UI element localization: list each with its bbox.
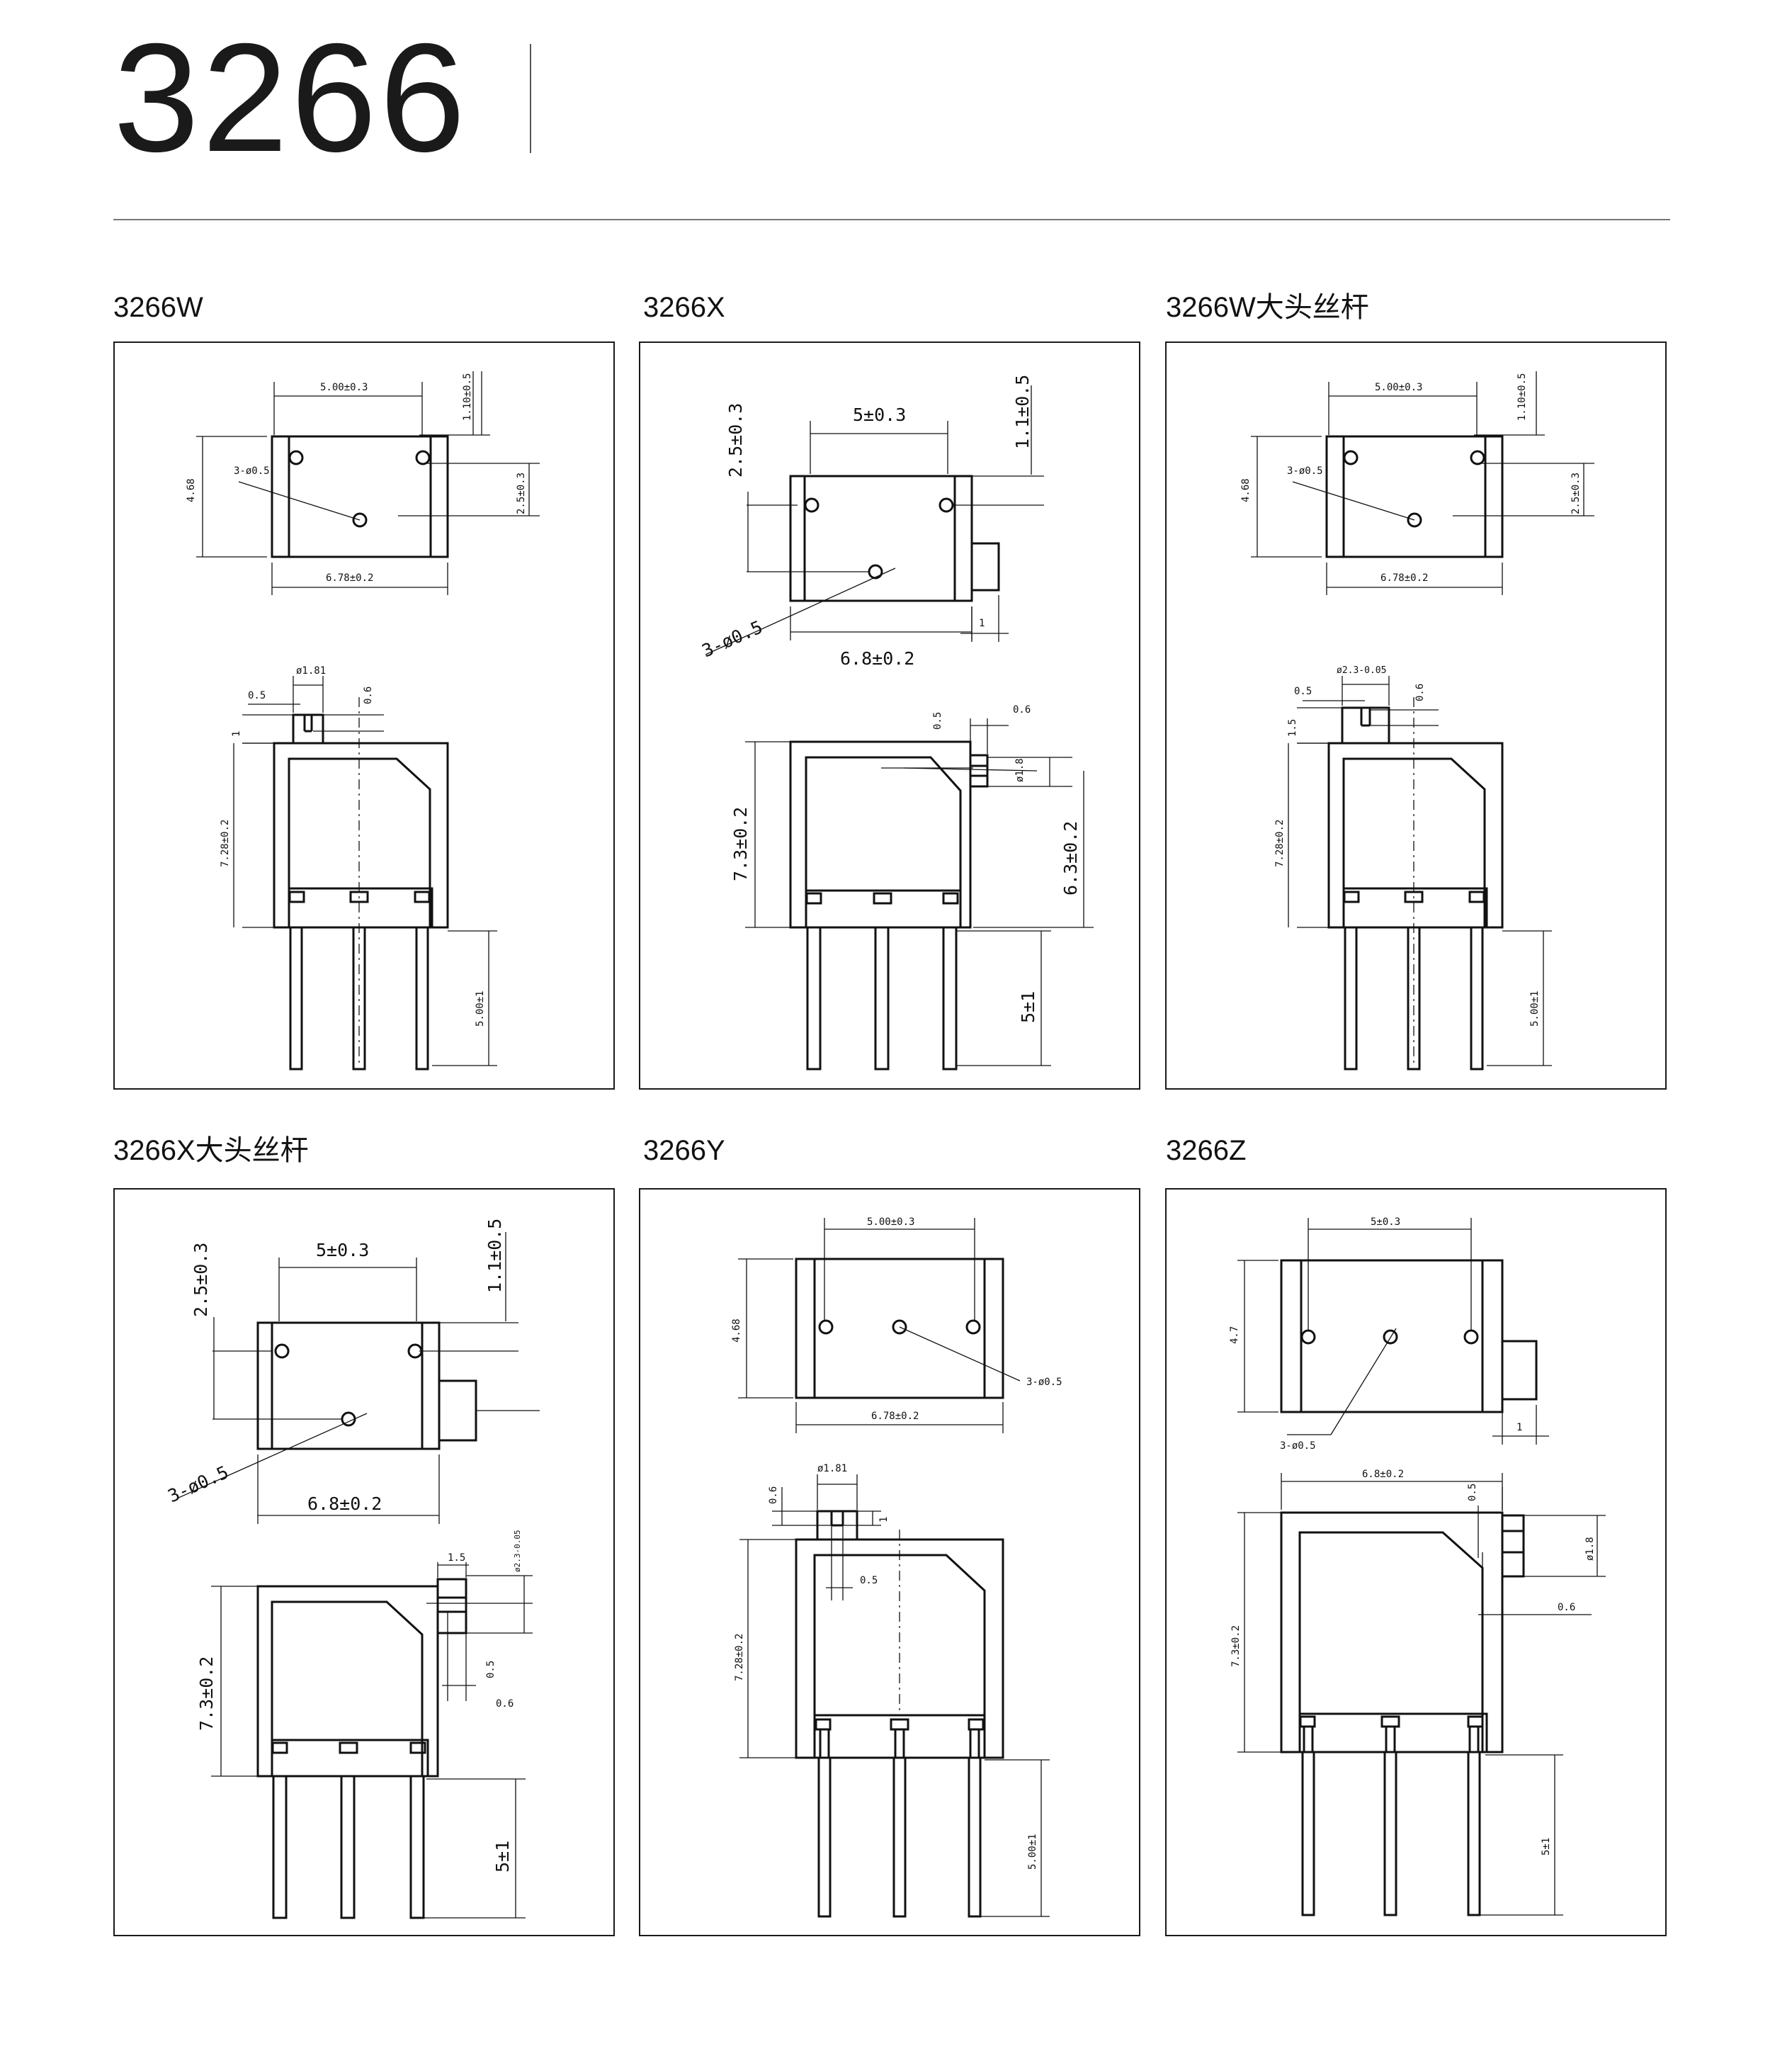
width-dim-3266y: 6.78±0.2 (871, 1411, 919, 1422)
variant-label-3266x-large-head: 3266X大头丝杆 (113, 1135, 309, 1166)
slot-width-dim-3266z: 0.6 (1558, 1602, 1575, 1613)
width-dim-3266w: 6.78±0.2 (326, 572, 373, 584)
shaft-offset-dim-3266x: 6.3±0.2 (1060, 821, 1081, 896)
offset-top-dim-3266w-large-head: 1.10±0.5 (1516, 373, 1528, 421)
holes-dim-3266w: 3-ø0.5 (234, 465, 270, 477)
drawing-panel-3266x-large-head: 5±0.3 6.8±0.2 2.5±0.3 1.1±0.5 3-ø0.5 1.5… (113, 1188, 615, 1936)
shaft-height-dim-3266x-large-head: 1.5 (448, 1552, 465, 1564)
drawing-3266x: 5±0.3 6.8±0.2 2.5±0.3 1.1±0.5 3-ø0.5 1 0… (699, 375, 1094, 1071)
variant-label-3266z: 3266Z (1166, 1135, 1247, 1166)
drawing-3266w: 5.00±0.3 6.78±0.2 4.68 3-ø0.5 1.10±0.5 2… (186, 371, 540, 1071)
slot-width-dim-3266w: 0.6 (363, 687, 374, 704)
body-height-dim-3266w: 7.28±0.2 (220, 820, 231, 867)
body-height-dim-3266x: 7.3±0.2 (730, 807, 751, 881)
page-title: 3266 (113, 12, 468, 184)
pin-length-dim-3266w: 5.00±1 (475, 990, 486, 1027)
slot-width-dim-3266x-large-head: 0.6 (496, 1698, 514, 1710)
drawing-3266x-large-head: 5±0.3 6.8±0.2 2.5±0.3 1.1±0.5 3-ø0.5 1.5… (165, 1219, 540, 1919)
variant-label-3266w: 3266W (113, 292, 203, 323)
slot-dim-3266w: 0.5 (248, 690, 266, 701)
holes-dim-3266y: 3-ø0.5 (1026, 1377, 1062, 1388)
shaft-height-dim-3266w-large-head: 1.5 (1287, 719, 1298, 737)
shaft-dia-dim-3266w: ø1.81 (296, 665, 326, 677)
offset-top-dim-3266w: 1.10±0.5 (462, 373, 473, 421)
pin-length-dim-3266y: 5.00±1 (1027, 1834, 1038, 1870)
pitch-dim-3266z: 5±0.3 (1371, 1216, 1400, 1228)
slot-dim-3266y: 0.5 (860, 1575, 878, 1586)
pitch-dim-3266w: 5.00±0.3 (320, 382, 368, 393)
pitch-dim-3266y: 5.00±0.3 (867, 1216, 914, 1228)
variant-label-3266x: 3266X (643, 292, 725, 323)
body-height-dim-3266w-large-head: 7.28±0.2 (1274, 820, 1286, 867)
shaft-height-dim-3266y: 1 (878, 1517, 890, 1523)
holes-dim-3266x-large-head: 3-ø0.5 (165, 1462, 232, 1506)
drawing-panel-3266w: 5.00±0.3 6.78±0.2 4.68 3-ø0.5 1.10±0.5 2… (113, 341, 615, 1090)
knob-offset-dim-3266x: 1 (979, 618, 985, 629)
knob-offset-dim-3266z: 1 (1516, 1422, 1522, 1433)
body-height-dim-3266x-large-head: 7.3±0.2 (196, 1656, 217, 1731)
offset-side-dim-3266w: 2.5±0.3 (516, 473, 527, 514)
drawing-panel-3266x: 5±0.3 6.8±0.2 2.5±0.3 1.1±0.5 3-ø0.5 1 0… (639, 341, 1140, 1090)
slot-dim-3266x: 0.5 (932, 712, 943, 730)
height-dim-3266w: 4.68 (186, 478, 197, 502)
slot-dim-3266x-large-head: 0.5 (485, 1661, 497, 1678)
holes-dim-3266w-large-head: 3-ø0.5 (1287, 465, 1323, 477)
shaft-dia-dim-3266y: ø1.81 (817, 1463, 847, 1474)
pitch-dim-3266x-large-head: 5±0.3 (316, 1240, 369, 1260)
offset-side-dim-3266x-large-head: 2.5±0.3 (191, 1243, 211, 1317)
body-height-dim-3266z: 7.3±0.2 (1230, 1625, 1242, 1667)
width-dim-3266x-large-head: 6.8±0.2 (307, 1493, 382, 1514)
slot-dim-3266z: 0.5 (1467, 1484, 1478, 1501)
height-dim-3266w-large-head: 4.68 (1240, 478, 1252, 502)
drawing-3266w-large-head: 5.00±0.3 6.78±0.2 4.68 3-ø0.5 1.10±0.5 2… (1240, 371, 1594, 1071)
width-dim-3266z: 6.8±0.2 (1362, 1469, 1404, 1480)
pin-length-dim-3266x-large-head: 5±1 (492, 1841, 513, 1873)
drawing-panel-3266z: 5±0.3 4.7 3-ø0.5 1 6.8±0.2 0.5 ø1.8 0.6 … (1165, 1188, 1667, 1936)
offset-side-dim-3266x: 2.5±0.3 (725, 403, 746, 478)
pin-length-dim-3266z: 5±1 (1541, 1838, 1552, 1856)
variant-label-3266y: 3266Y (643, 1135, 725, 1166)
slot-width-dim-3266w-large-head: 0.6 (1414, 684, 1426, 701)
slot-dim-3266w-large-head: 0.5 (1294, 686, 1312, 697)
drawing-panel-3266y: 5.00±0.3 6.78±0.2 4.68 3-ø0.5 ø1.81 0.6 … (639, 1188, 1140, 1936)
shaft-dia-dim-3266x-large-head: ø2.3-0.05 (513, 1530, 522, 1572)
offset-side-dim-3266w-large-head: 2.5±0.3 (1570, 473, 1582, 514)
title-separator (530, 44, 531, 153)
pitch-dim-3266x: 5±0.3 (853, 405, 906, 425)
pin-length-dim-3266w-large-head: 5.00±1 (1529, 990, 1541, 1027)
shaft-dia-dim-3266x: ø1.8 (1014, 758, 1026, 782)
drawing-3266z: 5±0.3 4.7 3-ø0.5 1 6.8±0.2 0.5 ø1.8 0.6 … (1229, 1216, 1606, 1916)
variant-label-3266w-large-head: 3266W大头丝杆 (1166, 292, 1369, 323)
slot-width-dim-3266y: 0.6 (768, 1486, 779, 1504)
holes-dim-3266z: 3-ø0.5 (1280, 1440, 1316, 1452)
body-height-dim-3266y: 7.28±0.2 (734, 1634, 745, 1681)
width-dim-3266x: 6.8±0.2 (840, 648, 914, 669)
pitch-dim-3266w-large-head: 5.00±0.3 (1375, 382, 1422, 393)
shaft-height-dim-3266w: 1 (231, 731, 242, 737)
header-rule (113, 219, 1670, 220)
height-dim-3266y: 4.68 (731, 1318, 742, 1343)
offset-top-dim-3266x: 1.1±0.5 (1012, 375, 1033, 449)
holes-dim-3266x: 3-ø0.5 (699, 616, 766, 661)
pin-length-dim-3266x: 5±1 (1018, 991, 1038, 1023)
drawing-panel-3266w-large-head: 5.00±0.3 6.78±0.2 4.68 3-ø0.5 1.10±0.5 2… (1165, 341, 1667, 1090)
drawing-3266y: 5.00±0.3 6.78±0.2 4.68 3-ø0.5 ø1.81 0.6 … (731, 1216, 1062, 1918)
offset-top-dim-3266x-large-head: 1.1±0.5 (484, 1219, 505, 1293)
width-dim-3266w-large-head: 6.78±0.2 (1380, 572, 1428, 584)
shaft-dia-dim-3266z: ø1.8 (1584, 1537, 1596, 1561)
shaft-dia-dim-3266w-large-head: ø2.3-0.05 (1337, 665, 1386, 676)
height-dim-3266z: 4.7 (1229, 1326, 1240, 1344)
slot-width-dim-3266x: 0.6 (1013, 704, 1031, 716)
